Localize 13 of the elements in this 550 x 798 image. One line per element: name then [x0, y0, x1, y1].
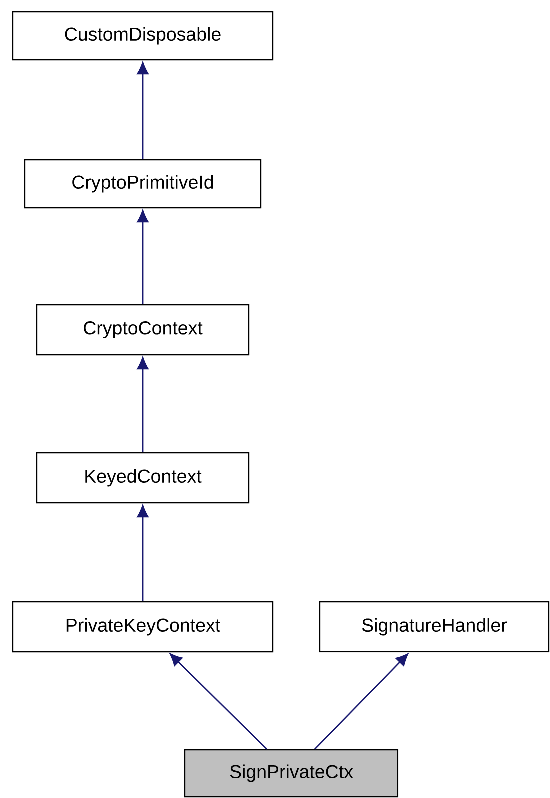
class-box: CryptoContext [36, 304, 250, 356]
inheritance-arrow [137, 505, 149, 602]
inheritance-arrow [137, 210, 149, 304]
class-box: CustomDisposable [12, 11, 274, 61]
class-box: CryptoPrimitiveId [24, 159, 262, 209]
class-box: KeyedContext [36, 452, 250, 504]
class-box: SignPrivateCtx [184, 749, 399, 798]
inheritance-arrow [170, 654, 268, 750]
inheritance-arrow [137, 62, 149, 160]
class-box: PrivateKeyContext [12, 601, 274, 653]
inheritance-arrow [137, 357, 149, 452]
class-box: SignatureHandler [319, 601, 550, 653]
inheritance-arrow [314, 654, 409, 750]
